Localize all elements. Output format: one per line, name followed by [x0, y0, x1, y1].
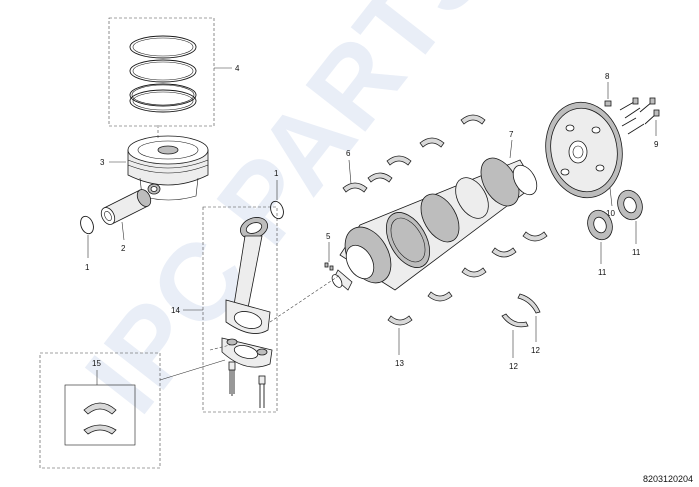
rod-bearing-lower: [83, 424, 117, 435]
crankshaft: [331, 157, 538, 291]
connecting-rod-bolt-right: [258, 375, 266, 408]
callout-8: 8: [605, 72, 610, 81]
callout-2: 2: [121, 244, 126, 253]
callout-6: 6: [346, 149, 351, 158]
flexplate-bolt-single: [604, 100, 612, 107]
piston: [127, 135, 209, 201]
rod-bearing-upper: [83, 402, 117, 415]
callout-5: 5: [326, 232, 331, 241]
callout-4: 4: [235, 64, 240, 73]
lower-main-bearings: [387, 231, 548, 326]
timing-gear: [385, 212, 431, 268]
thrust-washer-left: [587, 209, 613, 241]
upper-main-bearings: [342, 114, 486, 193]
diagram-code: 8203120204: [643, 474, 693, 484]
rod-bearing-group: [39, 352, 161, 469]
thrust-bearing-lower: [501, 313, 529, 328]
connecting-rod-cap: [221, 337, 273, 368]
connecting-rod-group: [183, 206, 278, 413]
piston-ring-top: [129, 35, 197, 59]
callout-15: 15: [92, 359, 101, 368]
callout-13: 13: [395, 359, 404, 368]
callout-12-left: 12: [509, 362, 518, 371]
connecting-rod: [225, 217, 271, 334]
thrust-bearing-upper: [517, 293, 541, 314]
piston-ring-middle: [129, 59, 197, 83]
snap-ring-left: [80, 215, 94, 235]
flexplate: [545, 101, 623, 199]
piston-pin: [100, 189, 152, 225]
connecting-rod-bolt-left: [228, 361, 236, 396]
callout-10: 10: [606, 209, 615, 218]
piston-rings-group: [108, 17, 232, 127]
callout-7: 7: [509, 130, 514, 139]
callout-1-left: 1: [85, 263, 90, 272]
piston-ring-oil: [129, 83, 197, 113]
callout-1-right: 1: [274, 169, 279, 178]
flexplate-bolts: [619, 97, 660, 135]
callout-12-right: 12: [531, 346, 540, 355]
thrust-washer-right: [617, 189, 643, 221]
callout-9: 9: [654, 140, 659, 149]
callout-11-left: 11: [598, 268, 607, 277]
callout-3: 3: [100, 158, 105, 167]
callout-11-right: 11: [632, 248, 641, 257]
callout-14: 14: [171, 306, 180, 315]
dowel-pins: [324, 262, 334, 271]
snap-ring-right: [270, 200, 284, 220]
